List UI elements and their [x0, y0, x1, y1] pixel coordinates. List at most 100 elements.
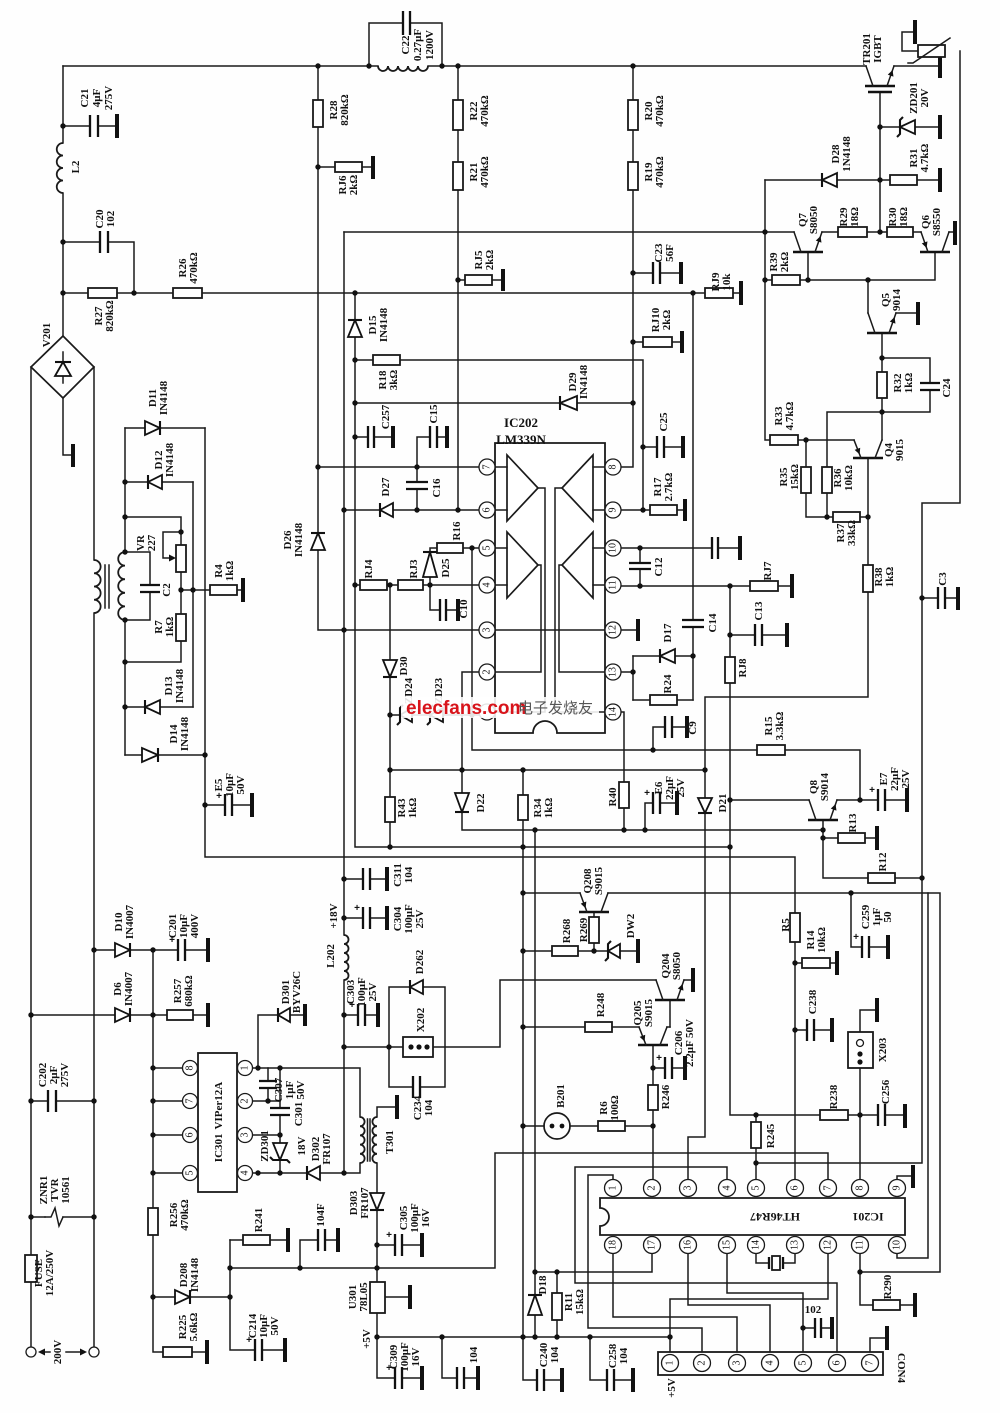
pin: 14 [604, 703, 622, 721]
polarity-mark: + [656, 1053, 662, 1064]
resistor-r245 [750, 1121, 762, 1149]
diode-triangle [142, 698, 161, 716]
diode-d22 [453, 792, 471, 815]
junction-dot [202, 752, 208, 758]
diode-d17 [657, 647, 676, 665]
label-c12: C12 [653, 557, 665, 576]
component-label: R290 [882, 1274, 894, 1299]
component-label: 2kΩ [348, 175, 360, 196]
wire [587, 1174, 703, 1355]
pin-circle [604, 458, 622, 476]
diode-bar [604, 940, 612, 962]
resistor-r29 [837, 226, 868, 238]
pin-circle [746, 1178, 766, 1198]
pin-number: 6 [185, 1133, 196, 1138]
label-r5: R5 [780, 918, 792, 932]
pin: 11 [850, 1235, 870, 1255]
connector-pin [857, 1059, 863, 1065]
diode-triangle [557, 394, 578, 412]
polarity-mark: + [644, 788, 650, 799]
pin: 4 [717, 1178, 737, 1198]
component-label: IN4148 [174, 668, 186, 703]
component-label: R257 [172, 978, 184, 1003]
junction-dot [28, 1214, 34, 1220]
junction-dot [374, 1265, 380, 1271]
pin-number: 14 [751, 1240, 762, 1250]
resistor-rj3 [397, 579, 424, 591]
component-label: D21 [717, 794, 729, 813]
component-label: 10kΩ [816, 927, 828, 953]
junction-dot [60, 123, 66, 129]
wire [652, 726, 666, 751]
ic-body [599, 1197, 906, 1236]
label-r40: R40 [607, 787, 619, 806]
pin-circle [236, 1059, 254, 1077]
pin: 13 [785, 1235, 805, 1255]
emitter-lead [829, 799, 838, 821]
junction-dot [621, 827, 627, 833]
component-label: 56F [664, 244, 676, 262]
pin-circle [603, 1235, 623, 1255]
resistor-body [209, 584, 238, 596]
component-label: 3.3kΩ [774, 711, 786, 740]
junction-dot [820, 827, 826, 833]
wire [124, 591, 151, 621]
junction-dot [637, 583, 643, 589]
resistor-r248 [584, 1021, 613, 1033]
component-label: 1kΩ [224, 561, 236, 582]
component-label: 1200V [424, 30, 436, 60]
component-label: R26 [177, 258, 189, 277]
inductor-winding [371, 1116, 378, 1164]
comparator-b-icon [506, 529, 540, 601]
ic-ref: IC201 [852, 1210, 883, 1224]
wire [574, 1166, 838, 1355]
pin-number: 10 [608, 543, 619, 553]
wire [107, 241, 135, 294]
component-label: R11 [563, 1293, 575, 1311]
junction-dot [532, 827, 538, 833]
resistor-r27 [87, 287, 118, 299]
component-label: R248 [595, 992, 607, 1017]
pin: 12 [604, 621, 622, 639]
label-x202: X202 [415, 1007, 427, 1032]
component-label: C301 [293, 1102, 305, 1126]
emitter-arrow-icon [921, 241, 928, 248]
diode-triangle [696, 797, 714, 816]
junction-dot [297, 1265, 303, 1271]
watermark-brand: elecfans.com [406, 698, 526, 719]
wire [432, 979, 657, 1048]
pin-number: 5 [751, 1186, 762, 1191]
component-label: R32 [892, 373, 904, 392]
capacitor-c257 [366, 426, 376, 448]
label-c10: C10 [458, 599, 470, 618]
junctions [28, 63, 925, 1340]
label-c24: C24 [941, 378, 953, 397]
pin-circle [236, 1092, 254, 1110]
component-label: 100μF [399, 1342, 411, 1372]
label-r24: R24 [662, 674, 674, 693]
junction-dot [414, 464, 420, 470]
pin: 8 [604, 458, 622, 476]
label-c9: C9 [687, 721, 699, 735]
junction-dot [637, 545, 643, 551]
component-label: C20 [94, 209, 106, 228]
junction-dot [727, 632, 733, 638]
diode-triangle [144, 419, 163, 437]
component-label: C202 [37, 1062, 49, 1087]
pin-circle [746, 1235, 766, 1255]
capacitor-c104 [455, 1367, 466, 1389]
component-label: C14 [707, 613, 719, 632]
component-label: C238 [807, 989, 819, 1014]
